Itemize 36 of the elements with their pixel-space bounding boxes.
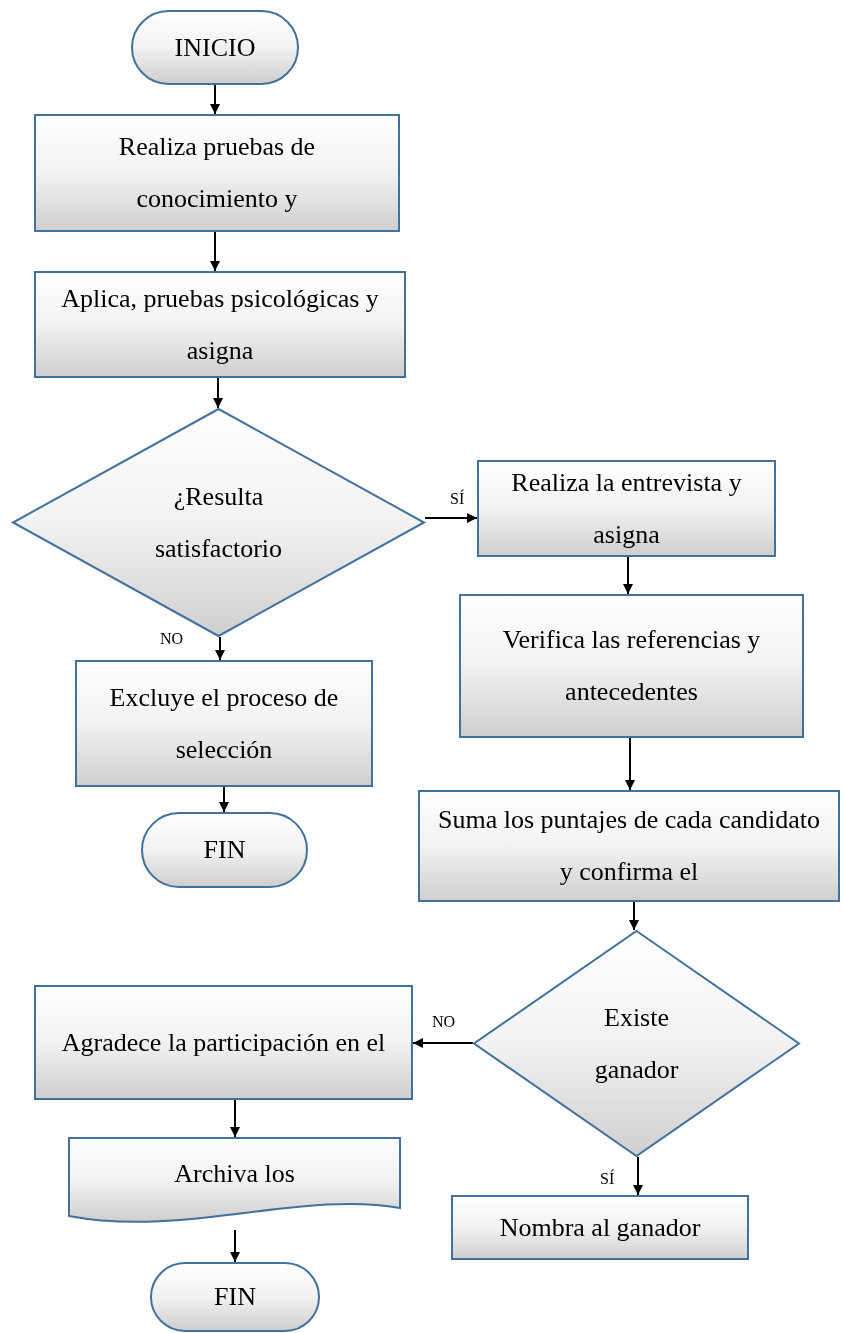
arrow bbox=[412, 1038, 474, 1048]
arrow bbox=[210, 231, 220, 272]
process-box bbox=[418, 790, 840, 902]
arrow bbox=[219, 786, 229, 813]
arrow bbox=[213, 377, 223, 409]
node-text: INICIO bbox=[174, 31, 256, 64]
node-text: ¿Resulta satisfactorio bbox=[153, 480, 284, 565]
decision-diamond bbox=[473, 930, 800, 1157]
process-box bbox=[477, 460, 776, 557]
arrow bbox=[633, 1156, 643, 1196]
node-text: Nombra al ganador bbox=[499, 1211, 701, 1244]
arrow bbox=[629, 901, 639, 931]
arrow bbox=[424, 513, 478, 523]
node-text: Suma los puntajes de cada candidato y confirma el bbox=[437, 804, 821, 888]
node-text: Aplica, pruebas psicológicas y asigna bbox=[60, 282, 380, 367]
process-box bbox=[34, 271, 406, 378]
arrow bbox=[230, 1229, 240, 1263]
node-text: Realiza pruebas de conocimiento y bbox=[117, 131, 317, 215]
node-text: FIN bbox=[203, 834, 246, 866]
process-box bbox=[34, 114, 400, 232]
process-box bbox=[75, 660, 373, 787]
arrow bbox=[210, 84, 220, 115]
process-box bbox=[459, 594, 804, 738]
process-box bbox=[451, 1195, 749, 1260]
arrow bbox=[215, 636, 225, 661]
node-text: Verifica las referencias y antecedentes bbox=[501, 624, 762, 708]
process-box bbox=[34, 985, 413, 1100]
node-text: Realiza la entrevista y asigna bbox=[510, 466, 743, 551]
arrow bbox=[625, 737, 635, 791]
node-text: Agradece la participación en el bbox=[61, 1026, 386, 1059]
node-text: FIN bbox=[214, 1281, 256, 1313]
node-text: Existe ganador bbox=[593, 1001, 680, 1086]
arrow bbox=[623, 556, 633, 595]
arrow bbox=[230, 1099, 240, 1138]
node-text: Archiva los bbox=[174, 1157, 295, 1190]
node-text: Excluye el proceso de selección bbox=[108, 681, 340, 766]
